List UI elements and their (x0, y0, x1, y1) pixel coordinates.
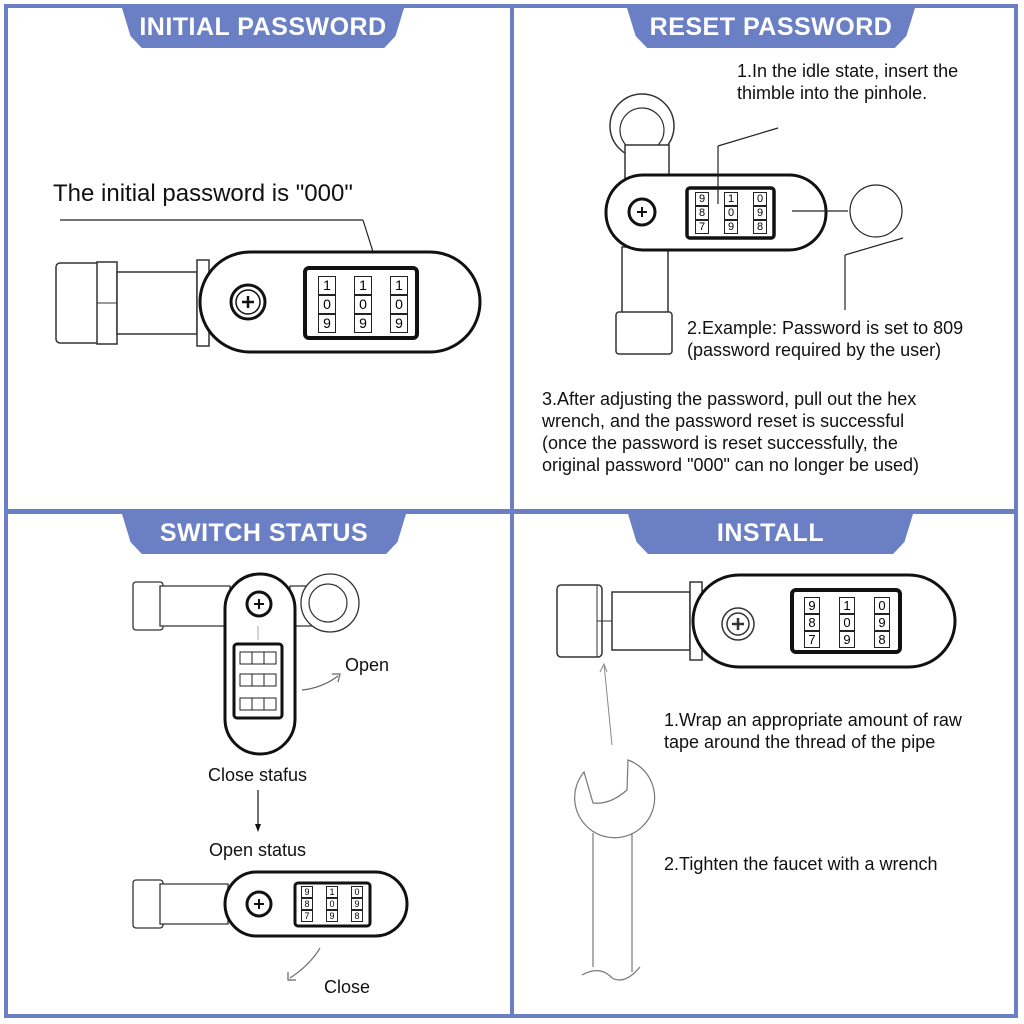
dial-digit: 9 (753, 206, 767, 220)
dial-group-initial: 1 0 9 1 0 9 1 0 9 (318, 276, 408, 333)
install-step-1: 1.Wrap an appropriate amount of raw tape… (664, 710, 962, 752)
dial-digit: 8 (695, 206, 709, 220)
initial-password-caption: The initial password is "000" (53, 180, 353, 207)
dial-wheel[interactable]: 1 0 9 (839, 597, 855, 648)
dial-digit: 9 (839, 631, 855, 648)
dial-digit: 9 (318, 314, 336, 333)
dial-digit: 7 (804, 631, 820, 648)
wrench-icon (575, 760, 655, 838)
dial-digit: 0 (724, 206, 738, 220)
open-status-label: Open status (209, 840, 307, 860)
dial-window (234, 644, 282, 718)
dial-digit: 9 (301, 886, 313, 898)
open-label: Open (345, 655, 390, 675)
pipe-body (160, 884, 228, 924)
cross-head (242, 296, 254, 308)
dial-wheel[interactable]: 0 9 8 (874, 597, 890, 648)
dial-wheel[interactable]: 1 0 9 (724, 192, 738, 234)
dial-digit: 9 (326, 910, 338, 922)
close-arrow (290, 948, 320, 978)
dial-digit: 7 (695, 220, 709, 234)
dial-digit: 8 (753, 220, 767, 234)
dial-group-install: 9 8 7 1 0 9 0 9 8 (804, 597, 890, 648)
dial-digit: 0 (839, 614, 855, 631)
panel-title: INITIAL PASSWORD (122, 8, 404, 48)
dial-digit: 8 (874, 631, 890, 648)
leader-line (845, 238, 903, 255)
dial-digit: 9 (874, 614, 890, 631)
pointer-line (604, 664, 612, 745)
dial-digit: 0 (753, 192, 767, 206)
close-label: Close (324, 977, 371, 997)
dial-digit: 1 (724, 192, 738, 206)
pinhole-magnifier (850, 185, 902, 237)
dial-digit: 9 (804, 597, 820, 614)
dial-digit: 7 (301, 910, 313, 922)
dial-digit: 9 (724, 220, 738, 234)
dial-digit: 9 (351, 898, 363, 910)
pipe-body (622, 247, 668, 317)
pipe-nut (557, 585, 602, 657)
dial-digit: 8 (804, 614, 820, 631)
dial-wheel[interactable]: 0 9 8 (753, 192, 767, 234)
close-status-label: Close stafus (208, 765, 308, 785)
dial-group-reset: 9 8 7 1 0 9 0 9 8 (695, 192, 767, 234)
dial-wheel[interactable]: 0 9 8 (351, 886, 363, 923)
pipe-body (117, 272, 197, 334)
reset-step-1: 1.In the idle state, insert the thimble … (737, 61, 959, 103)
open-arrow (302, 676, 338, 690)
panel-title: INSTALL (628, 514, 913, 554)
dial-group-switch: 9 8 7 1 0 9 0 9 8 (301, 886, 363, 923)
dial-digit: 9 (390, 314, 408, 333)
reset-step-3: 3.After adjusting the password, pull out… (542, 389, 920, 475)
dial-digit: 8 (351, 910, 363, 922)
dial-digit: 0 (326, 898, 338, 910)
reset-step-2: 2.Example: Password is set to 809 (passw… (687, 318, 964, 360)
pipe-body (160, 586, 230, 626)
dial-digit: 0 (318, 295, 336, 314)
panel-title: RESET PASSWORD (627, 8, 915, 48)
dial-digit: 9 (695, 192, 709, 206)
dial-wheel[interactable]: 1 0 9 (318, 276, 336, 333)
dial-digit: 9 (354, 314, 372, 333)
dial-wheel[interactable]: 9 8 7 (301, 886, 313, 923)
dial-wheel[interactable]: 1 0 9 (354, 276, 372, 333)
dial-digit: 0 (351, 886, 363, 898)
horizontal-divider (4, 509, 1018, 514)
dial-wheel[interactable]: 9 8 7 (804, 597, 820, 648)
dial-digit: 1 (354, 276, 372, 295)
dial-digit: 1 (326, 886, 338, 898)
dial-digit: 1 (318, 276, 336, 295)
dial-wheel[interactable]: 9 8 7 (695, 192, 709, 234)
lock-drawing-switch (0, 0, 512, 1024)
dial-digit: 0 (874, 597, 890, 614)
install-step-2: 2.Tighten the faucet with a wrench (664, 854, 938, 874)
dial-window (305, 268, 417, 338)
dial-digit: 0 (390, 295, 408, 314)
lock-drawing-reset (0, 0, 1024, 510)
lock-drawing-initial (0, 0, 512, 510)
pipe-body (612, 592, 690, 650)
pipe-nut (616, 312, 672, 354)
dial-digit: 8 (301, 898, 313, 910)
dial-digit: 0 (354, 295, 372, 314)
dial-wheel[interactable]: 1 0 9 (326, 886, 338, 923)
dial-digit: 1 (390, 276, 408, 295)
dial-digit: 1 (839, 597, 855, 614)
dial-wheel[interactable]: 1 0 9 (390, 276, 408, 333)
panel-title: SWITCH STATUS (122, 514, 406, 554)
